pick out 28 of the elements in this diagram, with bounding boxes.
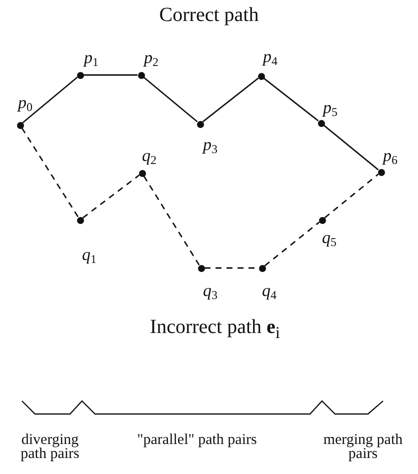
point-label: q$_{1}$ <box>82 246 96 264</box>
dashed-line <box>264 222 320 266</box>
point-label: p$_{3}$ <box>203 136 218 154</box>
title: Correct path <box>158 4 260 27</box>
point-label: p$_{6}$ <box>383 147 398 165</box>
bracket-label: diverging path pairs <box>20 433 80 461</box>
point-label: p$_{2}$ <box>144 49 158 67</box>
dashed-line <box>21 128 79 218</box>
point-label: p$_{0}$ <box>18 94 32 112</box>
path-line <box>84 74 138 76</box>
path-line <box>323 124 379 170</box>
bracket-label: "parallel" path pairs <box>136 433 258 447</box>
path-line <box>143 76 198 122</box>
point-label: q$_{5}$ <box>322 229 336 247</box>
path-line <box>22 76 78 124</box>
bracket-label: merging path pairs <box>322 433 404 461</box>
dashed-line <box>324 174 379 218</box>
point-label: q$_{4}$ <box>262 282 276 300</box>
caption: Incorrect path e$_{i}$ <box>148 316 282 343</box>
point-label: p$_{1}$ <box>84 49 98 67</box>
point-label: p$_{5}$ <box>323 99 338 117</box>
dashed-line <box>82 174 140 218</box>
dashed-line <box>143 176 200 266</box>
path-line <box>202 78 259 122</box>
point-label: q$_{2}$ <box>142 147 156 165</box>
path-line <box>263 78 319 122</box>
point-label: q$_{3}$ <box>203 282 218 300</box>
point-label: p$_{4}$ <box>263 48 278 66</box>
